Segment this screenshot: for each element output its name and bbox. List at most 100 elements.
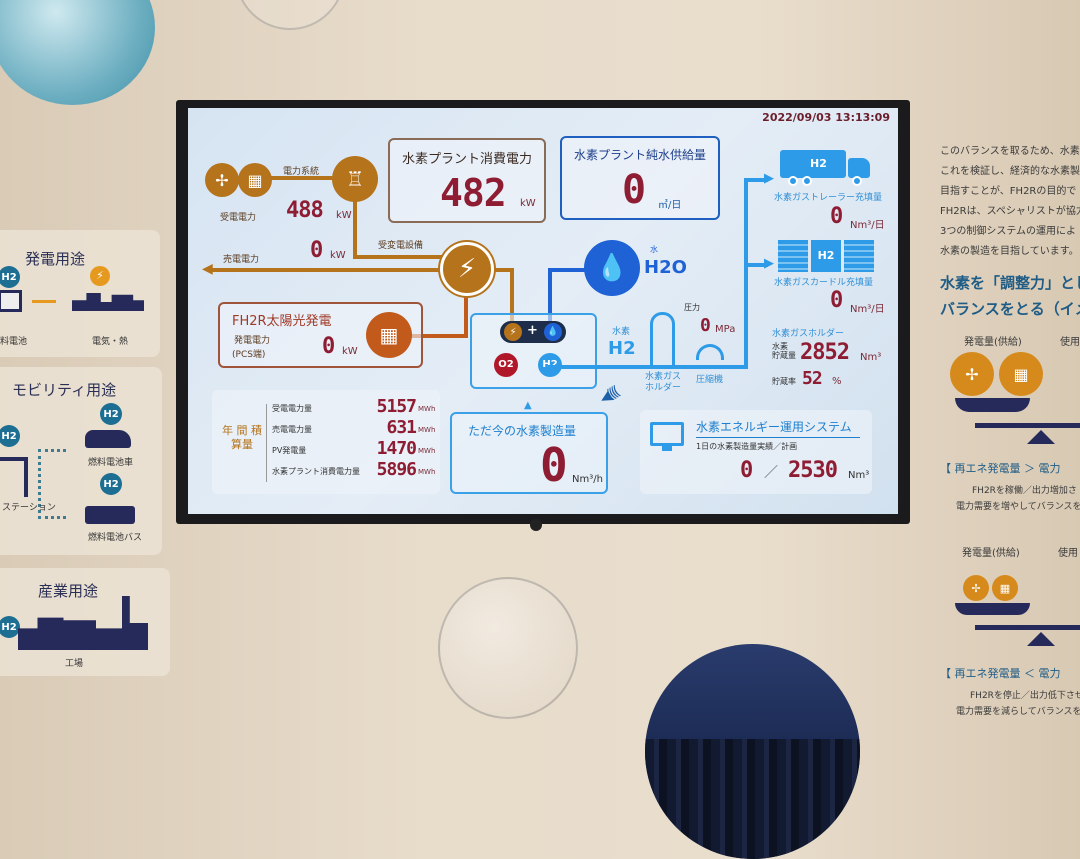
substation-line	[353, 255, 443, 259]
solar-panel-icon: ▦	[238, 163, 272, 197]
mobility-use-panel: モビリティ用途 H2 H2 H2 ステーション 燃料電池車 燃料電池バス	[0, 367, 162, 555]
water-photo-circle	[0, 0, 155, 105]
water-kanji: 水	[650, 245, 658, 254]
webcam	[530, 519, 542, 531]
arrow-up-icon: ▲	[524, 400, 532, 411]
unit: Nm³	[848, 470, 870, 481]
h2-badge: H2	[100, 473, 122, 495]
signal-waves-icon: ◀((((	[597, 384, 621, 408]
label: ステーション	[2, 503, 56, 513]
row-value: 631	[386, 417, 417, 438]
storage-value: 2852	[800, 340, 850, 365]
paragraph-line: 水素の製造を目指しています。	[940, 246, 1079, 257]
lightning-icon: ⚡	[90, 266, 110, 286]
system-subtitle: 1日の水素製造量実績／計画	[696, 442, 798, 451]
bus-icon	[85, 506, 135, 524]
wind-turbine-icon: ✢	[950, 352, 994, 396]
timestamp: 2022/09/03 13:13:09	[762, 111, 890, 124]
plant-power-box: 水素プラント消費電力 482 kW	[388, 138, 546, 223]
unit: MPa	[715, 324, 736, 335]
label: 発電量(供給)	[964, 337, 1022, 348]
gas-holder-title: 水素ガスホルダー	[772, 329, 845, 339]
current-value: 0	[540, 438, 568, 492]
row-label: 売電電力量	[272, 425, 312, 434]
oxygen-badge: O2	[494, 353, 518, 377]
h2-badge: H2	[0, 425, 20, 447]
case-desc: FH2Rを稼働／出力増加さ	[972, 486, 1077, 496]
label: 使用	[1060, 337, 1080, 348]
pure-water-value: 0	[622, 167, 646, 213]
plant-power-value: 482	[440, 171, 507, 215]
unit: MWh	[418, 447, 436, 455]
label: 電気・熱	[92, 337, 129, 347]
dashboard-screen: 2022/09/03 13:13:09 ◀ ✢ ▦ 電力系統 ♖ 受電電力 48…	[188, 108, 898, 514]
received-power-label: 受電電力	[220, 213, 257, 223]
unit: MWh	[418, 426, 436, 434]
trailer-label: 水素ガストレーラー充填量	[774, 193, 883, 203]
paragraph-line: 3つの制御システムの運用によ	[940, 226, 1077, 237]
system-actual: 0	[740, 458, 753, 483]
hydrogen-pipe	[548, 365, 748, 369]
fuel-cell-icon	[0, 290, 22, 312]
paragraph-line: これを検証し、経済的な水素製	[940, 166, 1080, 177]
dotted-path	[38, 449, 66, 519]
sold-power-label: 売電電力	[223, 255, 260, 265]
gas-holder-tank-icon	[650, 312, 675, 368]
wind-turbine-icon: ✢	[205, 163, 239, 197]
holder-label: 水素ガス ホルダー	[644, 372, 681, 393]
unit: kW	[336, 210, 352, 221]
case-desc: 電力需要を増やしてバランスを	[956, 502, 1080, 512]
substation-line	[353, 198, 357, 258]
paragraph-line: 目指すことが、FH2Rの目的で	[940, 186, 1077, 197]
system-plan: 2530	[788, 458, 838, 483]
paragraph-line: FH2Rは、スペシャリストが協力	[940, 206, 1080, 217]
factory-icon	[18, 596, 148, 650]
wind-turbine-icon: ✢	[963, 575, 989, 601]
sell-line	[210, 268, 440, 272]
plant-line	[483, 268, 513, 272]
case-heading: 【 再エネ発電量 ＜ 電力	[940, 667, 1061, 680]
unit: Nm³/日	[850, 220, 885, 231]
trailer-badge: H2	[810, 157, 827, 170]
annual-totals-panel: 年 間 積算量 受電電力量 5157 MWh 売電電力量 631 MWh PV発…	[212, 390, 440, 494]
arrow-right-icon: ▶	[764, 171, 774, 186]
rate-value: 52	[802, 368, 823, 389]
storage-label: 水素 貯蔵量	[772, 342, 796, 360]
buildings-icon	[72, 293, 144, 311]
unit: kW	[330, 250, 346, 261]
balance-scale-icon	[955, 398, 1080, 448]
solar-panel-icon: ▦	[999, 352, 1043, 396]
compressor-label: 圧縮機	[696, 375, 724, 385]
curdle-value: 0	[830, 288, 843, 313]
compressor-icon	[696, 344, 724, 360]
arrow-left-icon: ◀	[202, 261, 213, 277]
solar-panel-icon: ▦	[992, 575, 1018, 601]
hydrogen-kanji: 水素	[612, 327, 631, 337]
h2-badge: H2	[0, 616, 20, 638]
case-heading: 【 再エネ発電量 ＞ 電力	[940, 462, 1061, 475]
unit: %	[832, 376, 842, 387]
label: 燃料電池バス	[88, 533, 143, 543]
plus: +	[527, 323, 538, 338]
row-label: PV発電量	[272, 446, 307, 455]
label: 燃料電池車	[88, 458, 134, 468]
pv-line	[410, 334, 468, 338]
industry-use-panel: 産業用途 H2 工場	[0, 568, 170, 676]
rate-label: 貯蔵率	[772, 377, 796, 386]
curdle-label: 水素ガスカードル充填量	[774, 278, 874, 288]
transmission-tower-icon: ♖	[332, 156, 378, 202]
pure-water-title: 水素プラント純水供給量	[574, 148, 707, 162]
trailer-truck-icon: H2	[780, 150, 872, 186]
solar-value: 0	[322, 334, 335, 359]
sold-power-value: 0	[310, 238, 323, 263]
station-icon	[0, 457, 28, 497]
plant-line	[510, 268, 514, 323]
unit: ㎥/日	[658, 200, 682, 211]
label: 発電量(供給)	[962, 548, 1020, 559]
label: 使用	[1058, 548, 1078, 559]
unit: Nm³/h	[572, 474, 603, 485]
water-line	[548, 268, 586, 272]
solar-sub-label: (PCS端)	[232, 350, 266, 360]
system-title: 水素エネルギー運用システム	[696, 418, 860, 438]
pressure-label: 圧力	[684, 303, 700, 312]
